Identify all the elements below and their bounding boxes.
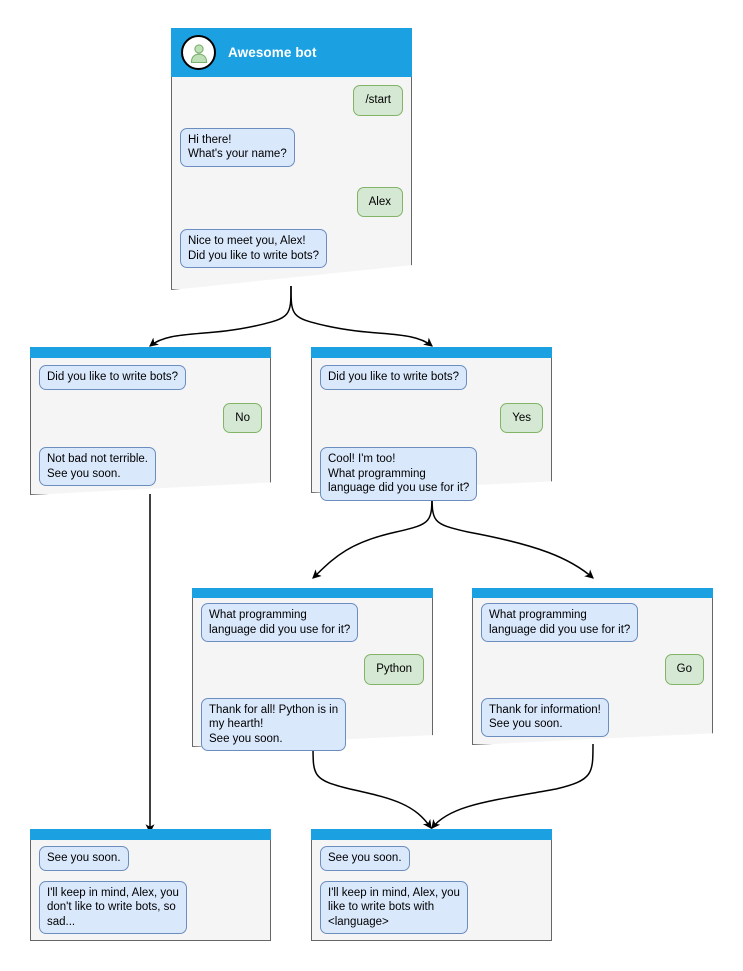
message-row: Thank for all! Python is in my hearth! S… (201, 697, 424, 751)
edge-go-to-end (431, 743, 594, 829)
user-message-bubble[interactable]: /start (353, 85, 403, 116)
bot-message-bubble[interactable]: I'll keep in mind, Alex, you like to wri… (320, 880, 468, 934)
card-body: See you soon. I'll keep in mind, Alex, y… (30, 840, 271, 943)
bot-message-bubble[interactable]: What programming language did you use fo… (481, 603, 639, 642)
message-row: Thank for information! See you soon. (481, 697, 704, 737)
bot-message-bubble[interactable]: Cool! I'm too! What programming language… (320, 447, 478, 501)
message-row: Hi there! What's your name? (180, 127, 403, 167)
card-header (192, 588, 433, 598)
message-row: /start (180, 85, 403, 116)
bot-message-bubble[interactable]: Nice to meet you, Alex! Did you like to … (180, 229, 328, 268)
message-row: Yes (320, 402, 543, 433)
card-body: See you soon. I'll keep in mind, Alex, y… (311, 840, 552, 943)
bot-message-bubble[interactable]: Hi there! What's your name? (180, 127, 295, 167)
card-header (30, 347, 271, 358)
bot-message-bubble[interactable]: Did you like to write bots? (320, 365, 468, 390)
card-header (311, 829, 552, 840)
bot-message-bubble[interactable]: See you soon. (320, 846, 410, 871)
bot-message-bubble[interactable]: Thank for information! See you soon. (481, 697, 609, 737)
card-header (472, 588, 713, 598)
card-answer-yes[interactable]: Did you like to write bots? Yes Cool! I'… (311, 347, 552, 501)
user-message-bubble[interactable]: Python (364, 654, 424, 685)
card-header (30, 829, 271, 840)
card-header: Awesome bot (171, 28, 412, 77)
message-row: See you soon. (320, 846, 543, 871)
card-body: /start Hi there! What's your name? Alex … (171, 77, 412, 277)
bot-message-bubble[interactable]: Not bad not terrible. See you soon. (39, 447, 157, 486)
card-title: Awesome bot (228, 45, 317, 60)
message-row: Did you like to write bots? (320, 365, 543, 390)
message-row: Go (481, 654, 704, 685)
message-row: Not bad not terrible. See you soon. (39, 447, 262, 486)
card-body: Did you like to write bots? No Not bad n… (30, 358, 271, 495)
bot-message-bubble[interactable]: See you soon. (39, 846, 129, 871)
message-row: Nice to meet you, Alex! Did you like to … (180, 229, 403, 268)
message-row: I'll keep in mind, Alex, you like to wri… (320, 880, 543, 934)
message-row: See you soon. (39, 846, 262, 871)
message-row: Python (201, 654, 424, 685)
card-end-no[interactable]: See you soon. I'll keep in mind, Alex, y… (30, 829, 271, 941)
card-lang-go[interactable]: What programming language did you use fo… (472, 588, 713, 745)
card-body: What programming language did you use fo… (472, 598, 713, 746)
user-message-bubble[interactable]: No (223, 402, 262, 433)
card-answer-no[interactable]: Did you like to write bots? No Not bad n… (30, 347, 271, 495)
message-row: Alex (180, 186, 403, 217)
bot-message-bubble[interactable]: What programming language did you use fo… (201, 603, 359, 642)
bot-message-bubble[interactable]: Thank for all! Python is in my hearth! S… (201, 697, 347, 751)
message-row: I'll keep in mind, Alex, you don't like … (39, 880, 262, 934)
card-start[interactable]: Awesome bot /start Hi there! What's your… (171, 28, 412, 290)
user-avatar-icon (181, 35, 216, 70)
bot-message-bubble[interactable]: Did you like to write bots? (39, 365, 187, 390)
card-body: What programming language did you use fo… (192, 598, 433, 760)
message-row: What programming language did you use fo… (481, 603, 704, 642)
user-message-bubble[interactable]: Go (664, 654, 704, 685)
message-row: What programming language did you use fo… (201, 603, 424, 642)
card-header (311, 347, 552, 358)
edge-start-to-no (149, 285, 292, 347)
message-row: No (39, 402, 262, 433)
card-lang-python[interactable]: What programming language did you use fo… (192, 588, 433, 751)
edge-start-to-yes (290, 285, 433, 347)
user-message-bubble[interactable]: Yes (500, 402, 543, 433)
message-row: Did you like to write bots? (39, 365, 262, 390)
message-row: Cool! I'm too! What programming language… (320, 447, 543, 501)
card-end-yes[interactable]: See you soon. I'll keep in mind, Alex, y… (311, 829, 552, 941)
card-body: Did you like to write bots? Yes Cool! I'… (311, 358, 552, 510)
bot-message-bubble[interactable]: I'll keep in mind, Alex, you don't like … (39, 880, 187, 934)
user-message-bubble[interactable]: Alex (356, 186, 403, 217)
